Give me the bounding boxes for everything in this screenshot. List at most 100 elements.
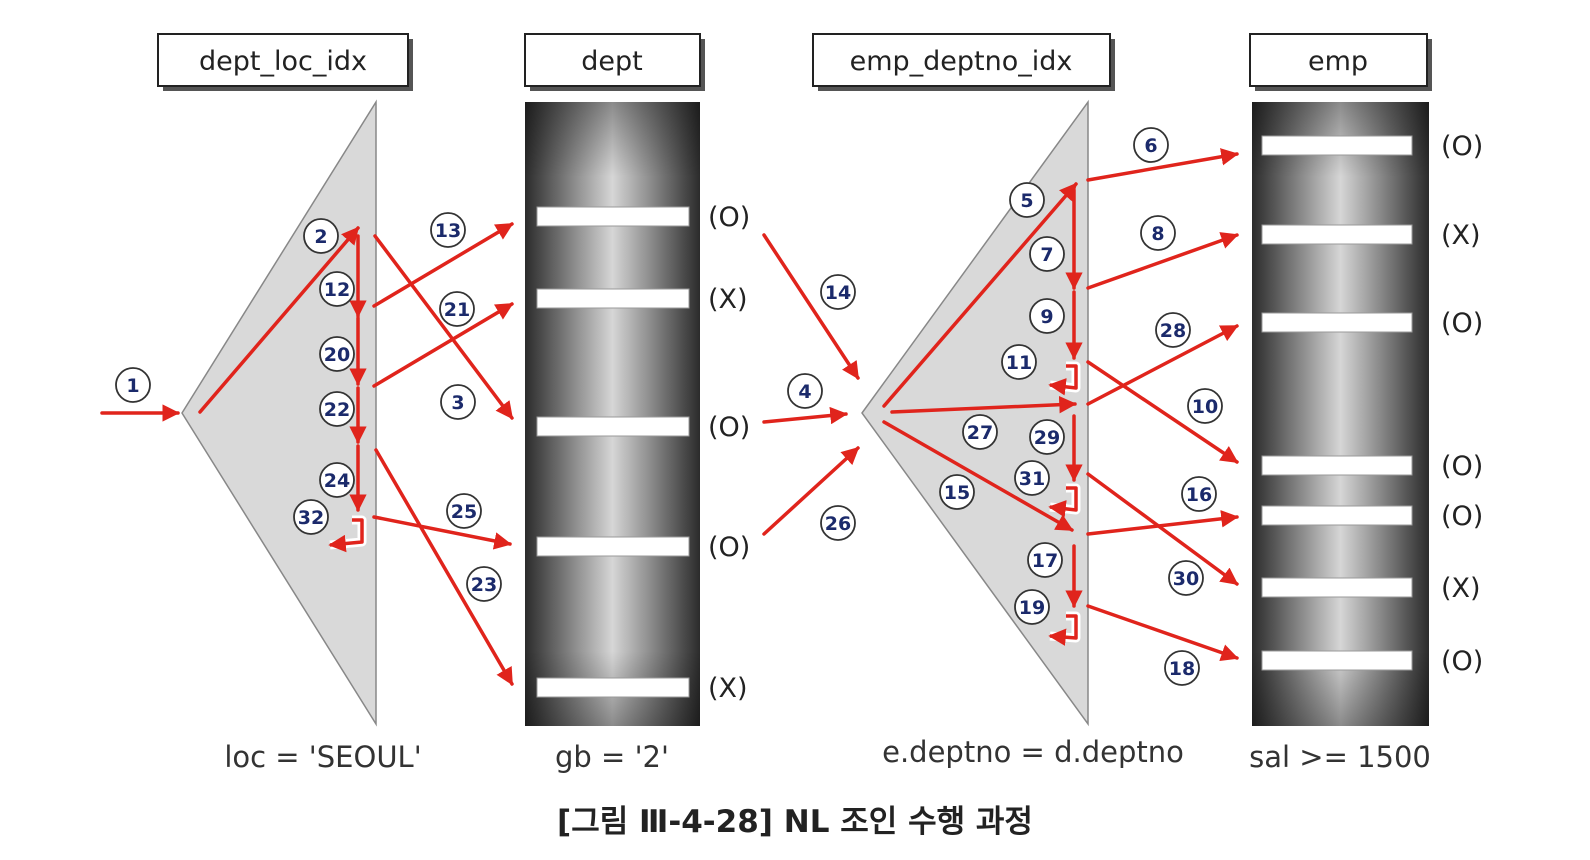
svg-text:28: 28 (1160, 320, 1186, 342)
step-badge: 20 (319, 336, 355, 372)
step-badge: 12 (319, 271, 355, 307)
step-badge: 25 (446, 493, 482, 529)
svg-text:21: 21 (444, 299, 470, 321)
emp-row (1261, 312, 1413, 333)
flow-arrow (198, 226, 360, 414)
svg-text:27: 27 (967, 422, 993, 444)
svg-text:18: 18 (1169, 658, 1195, 680)
header-emp: emp (1249, 33, 1432, 91)
flow-arrow (372, 302, 514, 388)
step-badge: 4 (787, 373, 823, 409)
flow-arrow (762, 446, 860, 536)
flow-arrow (882, 182, 1078, 408)
flow-arrow (1086, 232, 1239, 290)
step-badge: 7 (1029, 236, 1065, 272)
step-badge: 31 (1014, 460, 1050, 496)
step-badge: 29 (1029, 419, 1065, 455)
svg-text:1: 1 (126, 375, 139, 397)
flow-arrow (762, 406, 848, 425)
svg-text:32: 32 (298, 507, 324, 529)
return-arrow (1048, 614, 1078, 646)
emp-row-result: (O) (1441, 501, 1483, 532)
emp-row (1261, 505, 1413, 526)
dept-row-result: (O) (708, 532, 750, 563)
flow-arrow (372, 222, 514, 308)
header-dept-label: dept (581, 46, 642, 77)
dept-row (536, 416, 690, 437)
return-arrow (1048, 364, 1078, 396)
step-badge: 15 (939, 474, 975, 510)
step-badge: 8 (1140, 215, 1176, 251)
return-arrow (1048, 486, 1078, 518)
header-dept-loc-idx-label: dept_loc_idx (199, 46, 367, 77)
svg-text:15: 15 (944, 482, 970, 504)
svg-text:2: 2 (314, 226, 327, 248)
flow-arrow (882, 420, 1074, 532)
step-badge: 17 (1027, 542, 1063, 578)
svg-text:10: 10 (1192, 396, 1218, 418)
step-badge: 16 (1181, 476, 1217, 512)
emp-row-result: (O) (1441, 646, 1483, 677)
header-dept: dept (524, 33, 705, 91)
condition-sal: sal >= 1500 (1249, 740, 1431, 774)
emp-row (1261, 577, 1413, 598)
svg-text:22: 22 (324, 399, 350, 421)
svg-text:16: 16 (1186, 484, 1212, 506)
svg-text:25: 25 (451, 501, 477, 523)
step-badge: 28 (1155, 312, 1191, 348)
svg-text:20: 20 (324, 344, 350, 366)
flow-arrow (1086, 324, 1239, 406)
condition-gb: gb = '2' (555, 740, 669, 774)
step-badge: 3 (440, 384, 476, 420)
svg-text:26: 26 (825, 513, 851, 535)
dept-table (525, 102, 700, 726)
flow-arrow (1086, 148, 1239, 182)
flow-arrow (373, 234, 514, 420)
step-badge: 26 (820, 505, 856, 541)
svg-text:31: 31 (1019, 468, 1045, 490)
svg-text:30: 30 (1173, 568, 1199, 590)
step-badge: 22 (319, 391, 355, 427)
step-badge: 11 (1001, 344, 1037, 380)
svg-text:23: 23 (471, 574, 497, 596)
svg-text:7: 7 (1040, 244, 1053, 266)
step-badge: 18 (1164, 650, 1200, 686)
svg-text:4: 4 (798, 381, 811, 403)
flow-arrow (372, 515, 512, 550)
dept-row (536, 288, 690, 309)
emp-row-result: (O) (1441, 308, 1483, 339)
dept-row (536, 677, 690, 698)
flow-arrow (374, 448, 514, 686)
flow-arrow (762, 233, 860, 380)
emp-row-result: (X) (1441, 220, 1481, 251)
dept-row (536, 206, 690, 227)
return-arrow (328, 518, 364, 553)
flow-arrow (1086, 472, 1239, 586)
svg-text:13: 13 (435, 220, 461, 242)
emp-row (1261, 455, 1413, 476)
svg-text:3: 3 (451, 392, 464, 414)
flow-arrow (1086, 360, 1239, 464)
figure-caption: [그림 Ⅲ-4-28] NL 조인 수행 과정 (557, 804, 1033, 840)
step-badge: 21 (439, 291, 475, 327)
svg-text:19: 19 (1019, 597, 1045, 619)
svg-text:11: 11 (1006, 352, 1032, 374)
flow-arrow (1086, 510, 1239, 536)
step-badge: 14 (820, 274, 856, 310)
step-badge: 23 (466, 566, 502, 602)
svg-text:9: 9 (1040, 306, 1053, 328)
dept-row-result: (X) (708, 284, 748, 315)
header-emp-label: emp (1308, 46, 1368, 77)
dept-row-result: (O) (708, 412, 750, 443)
step-badge: 19 (1014, 589, 1050, 625)
step-badge: 30 (1168, 560, 1204, 596)
step-badge: 13 (430, 212, 466, 248)
svg-text:12: 12 (324, 279, 350, 301)
condition-deptno: e.deptno = d.deptno (882, 735, 1184, 769)
step-badge: 32 (293, 499, 329, 535)
svg-text:29: 29 (1034, 427, 1060, 449)
dept-row-result: (O) (708, 202, 750, 233)
flow-arrow (1086, 604, 1239, 662)
dept-row-result: (X) (708, 673, 748, 704)
